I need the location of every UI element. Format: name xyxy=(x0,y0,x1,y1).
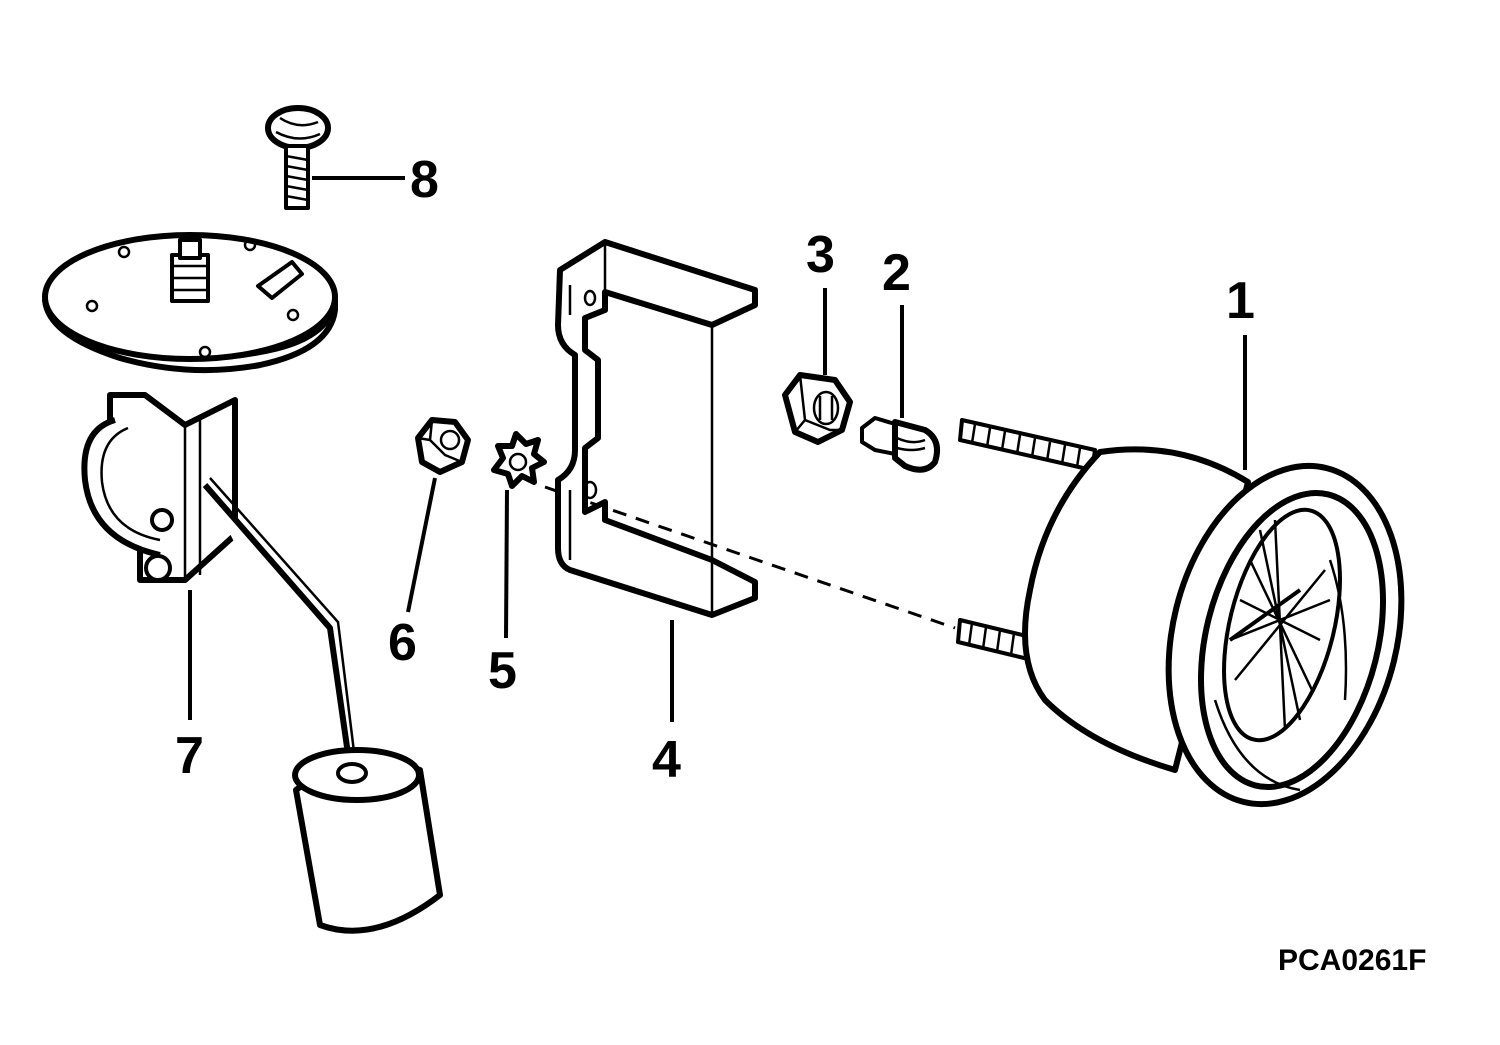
nut-part xyxy=(415,417,471,475)
assembly-dashed-line xyxy=(544,485,956,630)
callout-4: 4 xyxy=(652,731,681,789)
bracket-part xyxy=(555,239,758,618)
screw-part xyxy=(265,105,331,210)
callout-2: 2 xyxy=(882,244,911,302)
callout-5: 5 xyxy=(488,642,517,700)
callout-7: 7 xyxy=(175,727,204,785)
callout-1: 1 xyxy=(1226,272,1255,330)
lock-washer-part xyxy=(491,431,547,489)
bulb-part xyxy=(860,416,940,473)
figure-code: PCA0261F xyxy=(1278,944,1426,977)
callout-8: 8 xyxy=(410,151,439,209)
leader-5 xyxy=(504,489,509,639)
sender-unit-part xyxy=(42,232,443,934)
callout-6: 6 xyxy=(388,614,417,672)
bulb-socket-part xyxy=(782,372,853,445)
callout-3: 3 xyxy=(806,226,835,284)
gauge-part xyxy=(956,418,1405,808)
leader-6 xyxy=(406,477,437,613)
